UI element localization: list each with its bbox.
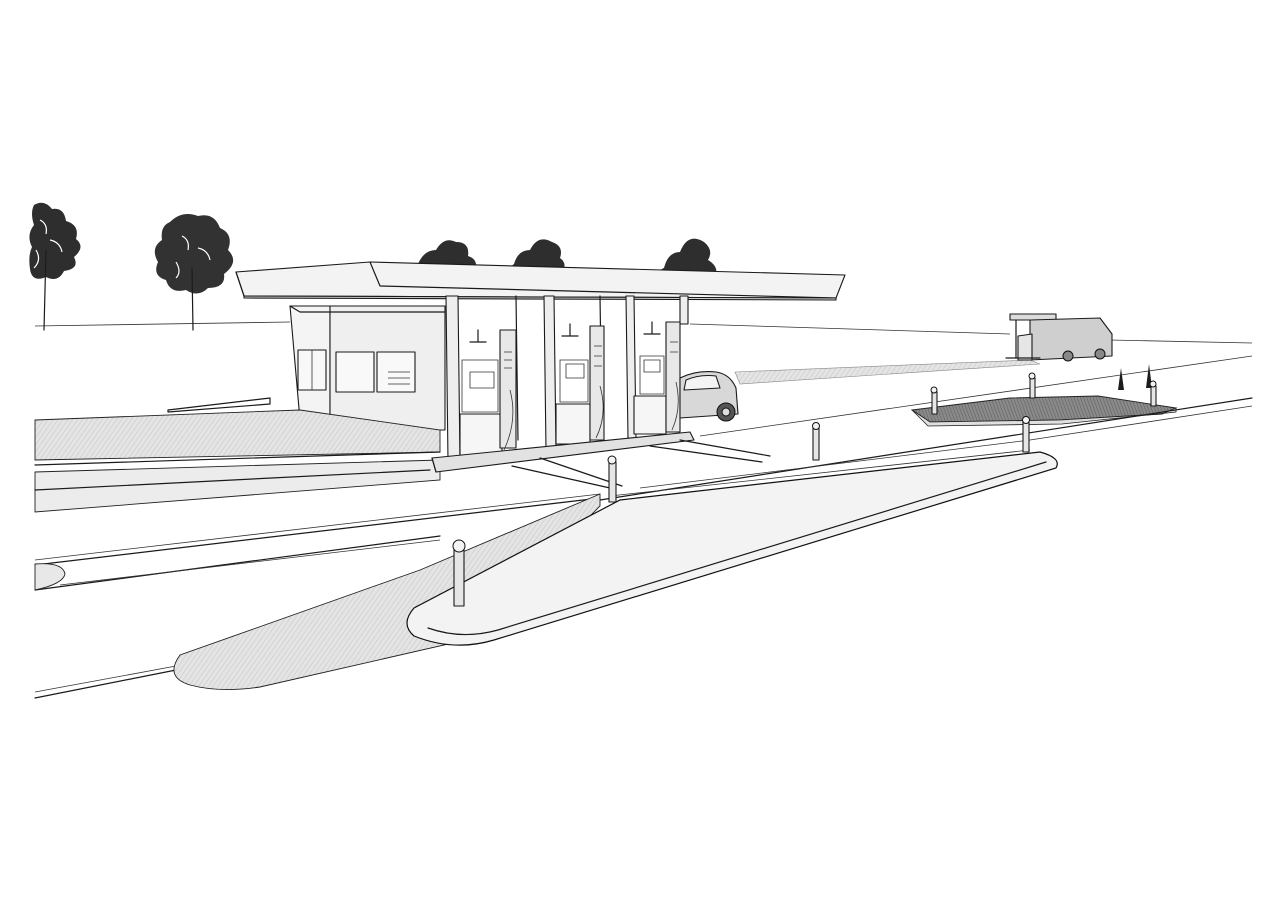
- rear-lawn-band: [734, 359, 1041, 385]
- pump-island: [431, 431, 695, 473]
- bollard-5: [930, 386, 938, 415]
- left-curb-ring: [34, 563, 66, 591]
- distant-truck: [1005, 313, 1113, 362]
- left-sidewalk: [34, 397, 441, 513]
- ground-shadow: [173, 493, 601, 691]
- horizon: [34, 321, 1253, 344]
- parked-car: [679, 371, 739, 422]
- pump-bays: [459, 321, 681, 459]
- bollard-6: [1028, 372, 1036, 399]
- bollards: [452, 372, 1157, 607]
- kiosk-building: [289, 305, 446, 431]
- road-markings: [34, 355, 1253, 699]
- tree-1: [29, 202, 81, 331]
- bollard-2: [607, 455, 617, 503]
- pump-bay-1: [459, 329, 517, 459]
- tree-2: [154, 214, 234, 331]
- bollard-3: [812, 422, 820, 461]
- pump-bay-2: [555, 323, 605, 445]
- bollard-7: [1149, 380, 1157, 407]
- right-median: [910, 364, 1178, 427]
- bollard-front: [452, 539, 466, 607]
- front-traffic-island: [406, 449, 1058, 646]
- bollard-4: [1022, 416, 1030, 453]
- tree-4: [510, 239, 565, 272]
- trees: [29, 202, 717, 331]
- fuel-canopy: [235, 261, 846, 301]
- kiosk-window-center: [335, 351, 375, 393]
- tree-5: [660, 238, 717, 274]
- canopy-columns: [445, 295, 689, 463]
- pump-bay-3: [633, 321, 681, 435]
